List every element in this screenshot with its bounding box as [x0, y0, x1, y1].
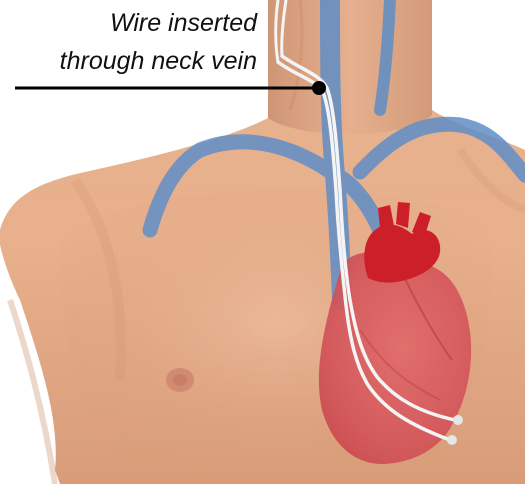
annotation-line-1: Wire inserted	[110, 9, 257, 38]
annotation-pointer-dot	[312, 81, 326, 95]
lead-tip-1	[447, 435, 457, 445]
lead-tip-2	[453, 415, 463, 425]
annotation-line-2: through neck vein	[60, 47, 257, 76]
neck	[268, 0, 432, 134]
